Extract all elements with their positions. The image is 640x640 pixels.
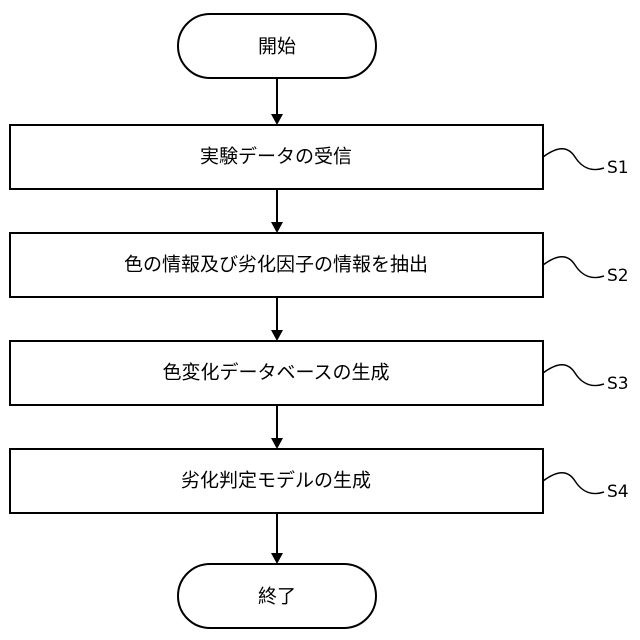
end-label: 終了 xyxy=(258,586,296,608)
step-1-label: 実験データの受信 xyxy=(200,146,352,168)
step-4-label: 劣化判定モデルの生成 xyxy=(181,470,371,492)
step-3-leader xyxy=(543,365,604,386)
step-1-leader xyxy=(543,149,604,170)
step-2-label: 色の情報及び劣化因子の情報を抽出 xyxy=(124,254,428,276)
arrow-step2-to-step3 xyxy=(271,297,283,341)
step-1: 実験データの受信 S1 xyxy=(10,125,629,189)
step-1-id: S1 xyxy=(607,158,629,178)
arrow-step1-to-step2 xyxy=(271,189,283,233)
step-3-id: S3 xyxy=(607,374,629,394)
step-3-label: 色変化データベースの生成 xyxy=(162,362,389,384)
step-4-id: S4 xyxy=(607,482,629,502)
step-2-leader xyxy=(543,257,604,278)
step-4: 劣化判定モデルの生成 S4 xyxy=(10,449,629,513)
end-terminator: 終了 xyxy=(178,564,376,628)
step-2: 色の情報及び劣化因子の情報を抽出 S2 xyxy=(10,233,629,297)
step-4-leader xyxy=(543,473,604,494)
arrow-step4-to-end xyxy=(271,513,283,564)
start-terminator: 開始 xyxy=(178,14,376,78)
start-label: 開始 xyxy=(258,36,296,58)
step-2-id: S2 xyxy=(607,266,629,286)
arrow-start-to-step1 xyxy=(271,78,283,125)
step-3: 色変化データベースの生成 S3 xyxy=(10,341,629,405)
arrow-step3-to-step4 xyxy=(271,405,283,449)
